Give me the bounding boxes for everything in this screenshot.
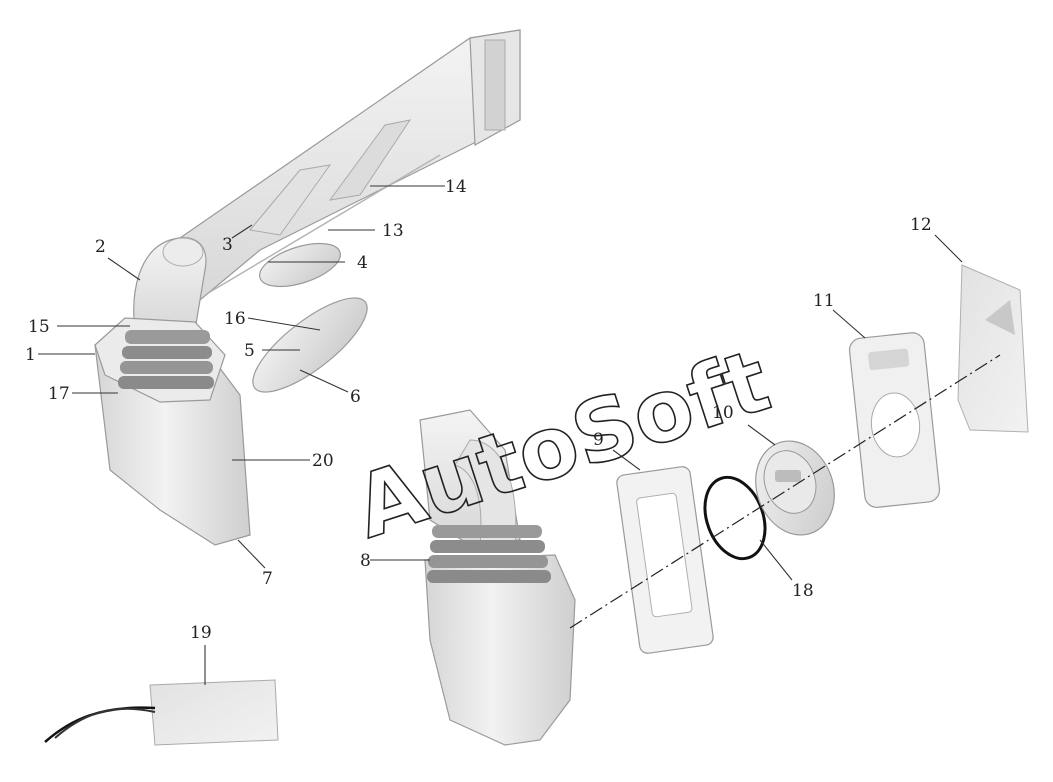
- callout-14: 14: [445, 177, 467, 197]
- callout-18: 18: [792, 581, 814, 601]
- callout-17: 17: [48, 384, 70, 404]
- motor-part-10: [755, 440, 835, 536]
- callout-10: 10: [712, 403, 734, 423]
- frame-part-9: [616, 466, 714, 654]
- mirror-housing-upper: [94, 317, 251, 546]
- callout-15: 15: [28, 317, 50, 337]
- callout-12: 12: [910, 215, 932, 235]
- watermark: AutoSoft: [343, 331, 781, 558]
- callout-8: 8: [360, 551, 371, 571]
- callout-3: 3: [222, 235, 233, 255]
- rubber-boot: [118, 330, 214, 389]
- support-arm: [179, 29, 521, 302]
- callout-7: 7: [262, 569, 273, 589]
- heater-pad-part-19: [44, 679, 279, 746]
- callout-labels: 1 2 3 4 5 6 7 8 9 10 11 12 13 14 15 16 1…: [25, 177, 932, 643]
- callout-4: 4: [357, 253, 368, 273]
- callout-1: 1: [25, 345, 36, 365]
- callout-5: 5: [244, 341, 255, 361]
- seal-ring-part-18: [703, 475, 767, 561]
- callout-2: 2: [95, 237, 106, 257]
- mirror-elbow: [133, 237, 207, 331]
- mirror-housing-lower: [419, 409, 576, 746]
- rubber-boot-lower: [427, 525, 551, 583]
- callout-13: 13: [382, 221, 404, 241]
- callout-9: 9: [593, 430, 604, 450]
- disc-part-4: [259, 242, 341, 288]
- mirror-glass-part-12: [957, 264, 1029, 433]
- assembly-axis-line: [569, 354, 1001, 629]
- leader-lines: [38, 185, 963, 685]
- callout-20: 20: [312, 451, 334, 471]
- callout-6: 6: [350, 387, 361, 407]
- callout-16: 16: [224, 309, 246, 329]
- callout-19: 19: [190, 623, 212, 643]
- plate-part-11: [848, 332, 941, 508]
- callout-11: 11: [813, 291, 835, 311]
